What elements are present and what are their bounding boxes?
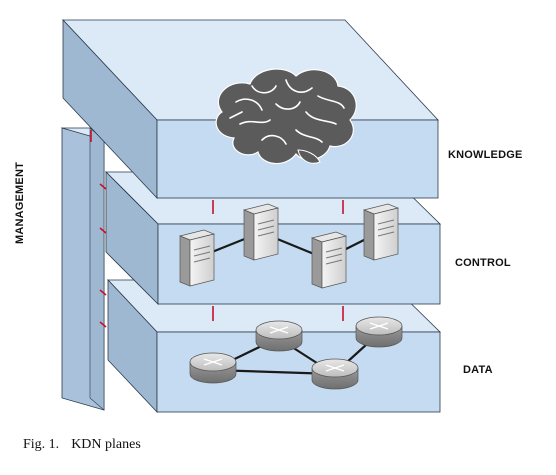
management-plane-inner (89, 127, 105, 411)
plane-connectors (90, 130, 344, 328)
management-plane-label: MANAGEMENT (14, 161, 26, 245)
management-link-3 (99, 227, 107, 234)
figure-number: Fig. 1. (23, 437, 60, 452)
server-icon (242, 203, 280, 261)
knowledge-plane-label: KNOWLEDGE (448, 149, 523, 161)
figure-caption-text: KDN planes (71, 437, 141, 452)
router-icon (189, 352, 237, 384)
data-plane-label: DATA (463, 364, 493, 376)
management-link-2 (99, 183, 107, 190)
management-link-5 (99, 321, 107, 328)
router-icon (311, 358, 359, 390)
server-icon (178, 229, 216, 287)
brain-icon (215, 68, 357, 165)
router-icon (255, 320, 303, 352)
server-icon (310, 231, 348, 289)
management-plane (60, 127, 106, 411)
management-link-4 (99, 289, 107, 296)
control-plane-label: CONTROL (455, 257, 511, 269)
figure-caption: Fig. 1. KDN planes (23, 437, 141, 453)
server-icon (362, 203, 400, 261)
router-icon (355, 316, 403, 348)
